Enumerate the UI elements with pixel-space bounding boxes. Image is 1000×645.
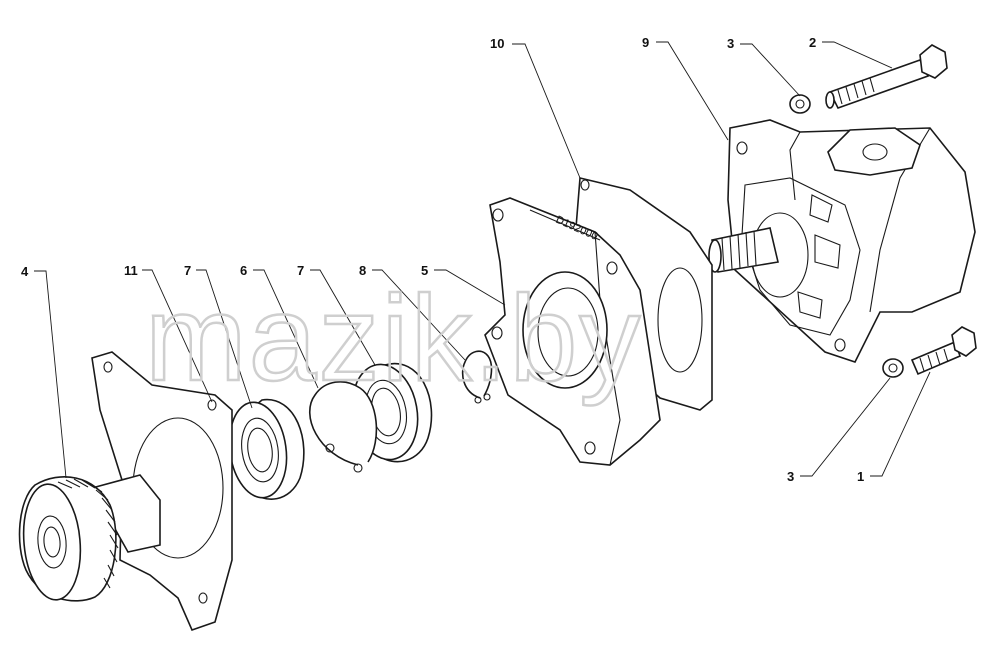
- callout-3-bottom: 3: [787, 469, 794, 484]
- bolt-part-2: [825, 44, 948, 109]
- circlip-part-8: [461, 350, 493, 404]
- callout-8: 8: [359, 263, 366, 278]
- callout-1: 1: [857, 469, 864, 484]
- bearing-part-7-right: [351, 362, 433, 463]
- circlip-part-6: [309, 381, 378, 473]
- washer-part-3-bottom: [882, 358, 904, 378]
- pump-body-part-9: [708, 119, 976, 363]
- callout-2: 2: [809, 35, 816, 50]
- leader-lines: [34, 41, 931, 479]
- callout-4: 4: [21, 264, 29, 279]
- bearing-part-7-left: [228, 398, 305, 500]
- callout-7-left: 7: [184, 263, 191, 278]
- drive-gear-part-4: [18, 474, 161, 602]
- callout-7-right: 7: [297, 263, 304, 278]
- bolt-part-1: [910, 326, 977, 376]
- watermark-text: mazik.by: [145, 270, 642, 406]
- callout-9: 9: [642, 35, 649, 50]
- washer-part-3-top: [789, 94, 811, 114]
- callout-labels: 10 9 3 2 4 11 7 6 7 8 5 3 1: [21, 35, 864, 484]
- callout-11: 11: [124, 263, 138, 278]
- callout-10: 10: [490, 36, 504, 51]
- callout-5: 5: [421, 263, 428, 278]
- callout-3-top: 3: [727, 36, 734, 51]
- callout-6: 6: [240, 263, 247, 278]
